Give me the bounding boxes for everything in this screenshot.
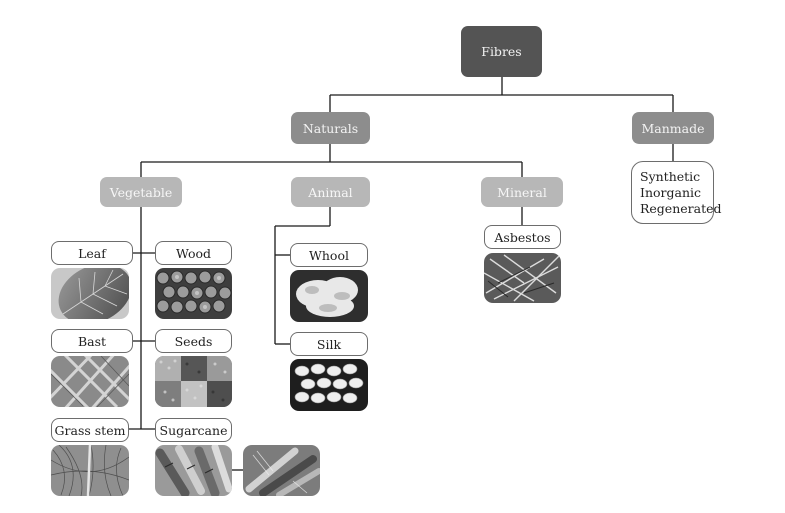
leaf-label: Leaf: [51, 241, 133, 265]
regenerated-label: Regenerated: [640, 200, 722, 216]
inorganic-label: Inorganic: [640, 184, 701, 200]
manmade-node: Manmade: [632, 112, 714, 144]
asbestos-photo: [484, 253, 561, 303]
wool-photo: [290, 270, 368, 322]
bast-fibre-photo: [51, 356, 129, 407]
synthetic-label: Synthetic: [640, 168, 701, 184]
sugarcane-photo: [155, 445, 232, 496]
manmade-types-box: Synthetic Inorganic Regenerated: [631, 161, 722, 224]
fibres-node: Fibres: [461, 26, 542, 77]
wood-label: Wood: [155, 241, 232, 265]
wool-label: Whool: [290, 243, 368, 267]
wood-logs-photo: [155, 268, 232, 319]
grass-stem-label: Grass stem: [51, 418, 129, 442]
vegetable-node: Vegetable: [100, 177, 182, 207]
grass-stem-photo: [51, 445, 129, 496]
naturals-node: Naturals: [291, 112, 370, 144]
sugarcane-cut-photo: [243, 445, 320, 496]
seeds-photo: [155, 356, 232, 407]
silk-label: Silk: [290, 332, 368, 356]
animal-node: Animal: [291, 177, 370, 207]
asbestos-label: Asbestos: [484, 225, 561, 249]
bast-label: Bast: [51, 329, 133, 353]
mineral-node: Mineral: [481, 177, 563, 207]
leaf-photo: [51, 268, 129, 319]
silk-cocoons-photo: [290, 359, 368, 411]
sugarcane-label: Sugarcane: [155, 418, 232, 442]
seeds-label: Seeds: [155, 329, 232, 353]
